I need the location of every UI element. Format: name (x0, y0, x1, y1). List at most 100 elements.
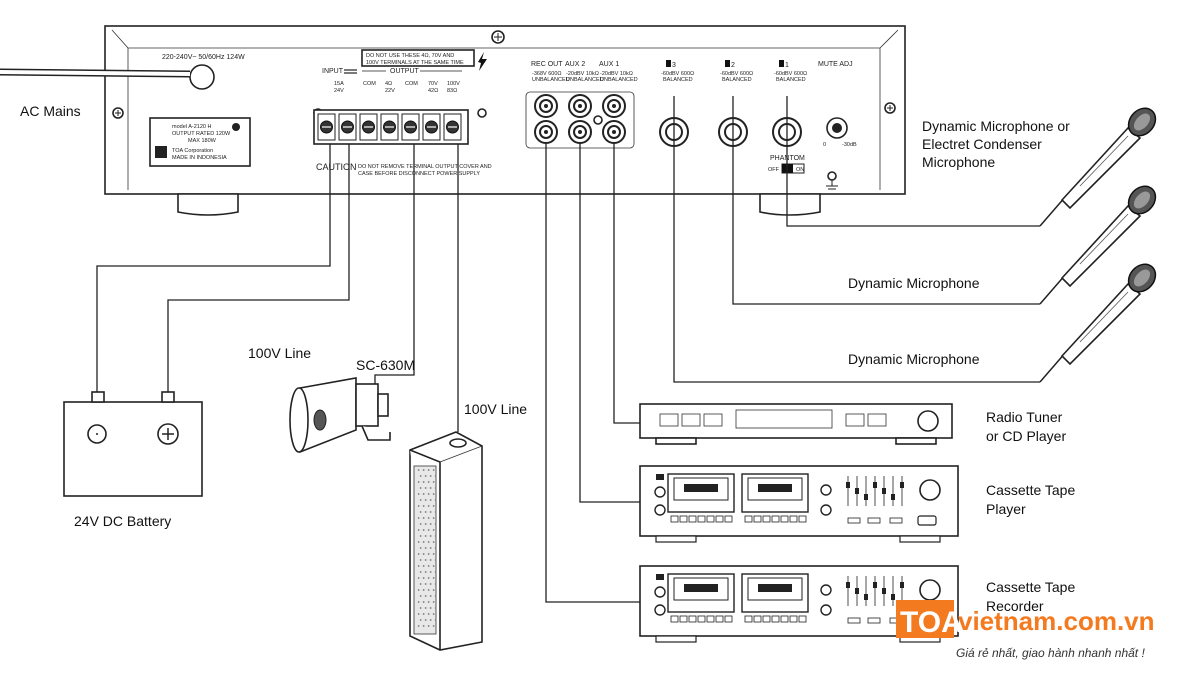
terminal-label: 4Ω (385, 81, 392, 87)
rca-jack[interactable] (568, 120, 592, 144)
rca-jack[interactable] (602, 94, 626, 118)
microphones (1039, 107, 1157, 383)
screw-icon (491, 30, 505, 44)
horn-speaker-icon (289, 377, 391, 454)
jack-group-spec: -368V 600Ω (532, 71, 562, 77)
watermark-tagline: Giá rẻ nhất, giao hành nhanh nhất ! (956, 646, 1145, 660)
radio-tuner-device (639, 403, 953, 445)
rca-jack[interactable] (568, 94, 592, 118)
tape-recorder-label-line1: Cassette Tape (986, 579, 1075, 595)
phantom-on-label: ON (796, 167, 804, 173)
column-speaker-icon (409, 431, 483, 651)
mic-input-number: 1 (785, 62, 789, 69)
mic-input-spec: BALANCED (722, 77, 752, 83)
microphone-icon (1039, 263, 1157, 383)
jack-group-label: AUX 1 (599, 61, 619, 68)
terminal-screw[interactable] (341, 120, 354, 134)
horn-model-label: SC-630M (356, 357, 415, 373)
mic-1-label-line2: Electret Condenser (922, 136, 1042, 152)
terminal-label: 100V (447, 81, 460, 87)
terminal-screw[interactable] (320, 120, 333, 134)
cassette-player-device (639, 465, 959, 543)
caution-text-1: DO NOT REMOVE TERMINAL OUTPUT COVER AND (358, 164, 492, 170)
ac-mains-label: AC Mains (20, 103, 81, 119)
caution-text-2: CASE BEFORE DISCONNECT POWER SUPPLY (358, 171, 480, 177)
ground-terminal-icon (826, 171, 838, 190)
terminal-screw[interactable] (425, 120, 438, 134)
output-label: OUTPUT (390, 68, 420, 75)
model-line: model A-2120 H (172, 124, 211, 130)
ac-mains-cord (0, 68, 191, 78)
power-rating-label: 220-240V~ 50/60Hz 124W (162, 54, 245, 61)
jack-group-spec: -20dBV 10kΩ (600, 71, 633, 77)
terminal-label: COM (405, 81, 418, 87)
battery-label: 24V DC Battery (74, 513, 171, 529)
terminal-sublabel: 22V (385, 88, 395, 94)
phantom-off-label: OFF (768, 167, 780, 173)
mic-2-label: Dynamic Microphone (848, 275, 980, 291)
maker-line: TOA Corporation (172, 148, 213, 154)
screw-icon (593, 115, 603, 125)
toa-logo-icon (155, 146, 167, 158)
terminal-label: 70V (428, 81, 438, 87)
mic-input-number: 2 (731, 62, 735, 69)
mic-input-spec: -60dBV 600Ω (661, 71, 694, 77)
tape-player-label-line2: Player (986, 501, 1026, 517)
screw-icon (477, 108, 487, 118)
input-spec-1: 15A (334, 81, 344, 87)
terminal-screw[interactable] (383, 120, 396, 134)
model-plate: model A-2120 H OUTPUT RATED 120W MAX 180… (149, 117, 251, 167)
jack-group-label: AUX 2 (565, 61, 585, 68)
input-label: INPUT (322, 68, 344, 75)
mute-scale-max: -30dB (842, 142, 857, 148)
microphone-icon (1039, 185, 1157, 305)
line-100v-label-2: 100V Line (464, 401, 527, 417)
terminal-screw[interactable] (362, 120, 375, 134)
high-voltage-icon (478, 52, 487, 71)
rca-jack[interactable] (534, 94, 558, 118)
microphone-icon (1039, 107, 1157, 227)
watermark-domain: vietnam.com.vn (958, 606, 1155, 636)
made-in-line: MADE IN INDONESIA (172, 155, 227, 161)
mic-3-label: Dynamic Microphone (848, 351, 980, 367)
power-cord-grommet (189, 64, 215, 90)
mic-input-spec: -60dBV 600Ω (774, 71, 807, 77)
mute-scale-min: 0 (823, 142, 826, 148)
screw-icon (112, 107, 124, 119)
terminal-sublabel: 83Ω (447, 88, 457, 94)
jack-group-spec: -20dBV 10kΩ (566, 71, 599, 77)
watermark-brand: TOA (900, 606, 963, 639)
mic-input-number: 3 (672, 62, 676, 69)
screw-icon (884, 102, 896, 114)
mute-adj-label: MUTE ADJ (818, 61, 853, 68)
amplifier-rear-panel: 220-240V~ 50/60Hz 124W model A-2120 H OU… (104, 25, 906, 216)
output-max-line: MAX 180W (188, 138, 217, 144)
dc-battery (63, 391, 203, 497)
watermark-logo-box (896, 600, 954, 638)
mic-1-label-line1: Dynamic Microphone or (922, 118, 1070, 134)
warning-line-2: 100V TERMINALS AT THE SAME TIME (366, 60, 464, 66)
mic-input-spec: -60dBV 600Ω (720, 71, 753, 77)
caution-label: CAUTION (316, 162, 357, 172)
mic-1-label-line3: Microphone (922, 154, 995, 170)
mic-input-spec: BALANCED (663, 77, 693, 83)
terminal-screw[interactable] (404, 120, 417, 134)
jack-group-spec: UNBALANCED (532, 77, 570, 83)
mute-adj-knob[interactable] (826, 117, 848, 139)
mic-input-spec: BALANCED (776, 77, 806, 83)
tuner-label-line2: or CD Player (986, 428, 1066, 444)
jack-group-spec: UNBALANCED (600, 77, 638, 83)
tape-recorder-label-line2: Recorder (986, 598, 1044, 614)
output-rated-line: OUTPUT RATED 120W (172, 131, 231, 137)
certification-mark-icon (232, 123, 240, 131)
rca-jack[interactable] (534, 120, 558, 144)
terminal-label: COM (363, 81, 376, 87)
speaker-terminal-block (313, 109, 469, 145)
terminal-screw[interactable] (446, 120, 459, 134)
jack-group-spec: UNBALANCED (566, 77, 604, 83)
jack-group-label: REC OUT (531, 61, 563, 68)
plus-terminal-icon (157, 423, 179, 445)
rca-jack[interactable] (602, 120, 626, 144)
